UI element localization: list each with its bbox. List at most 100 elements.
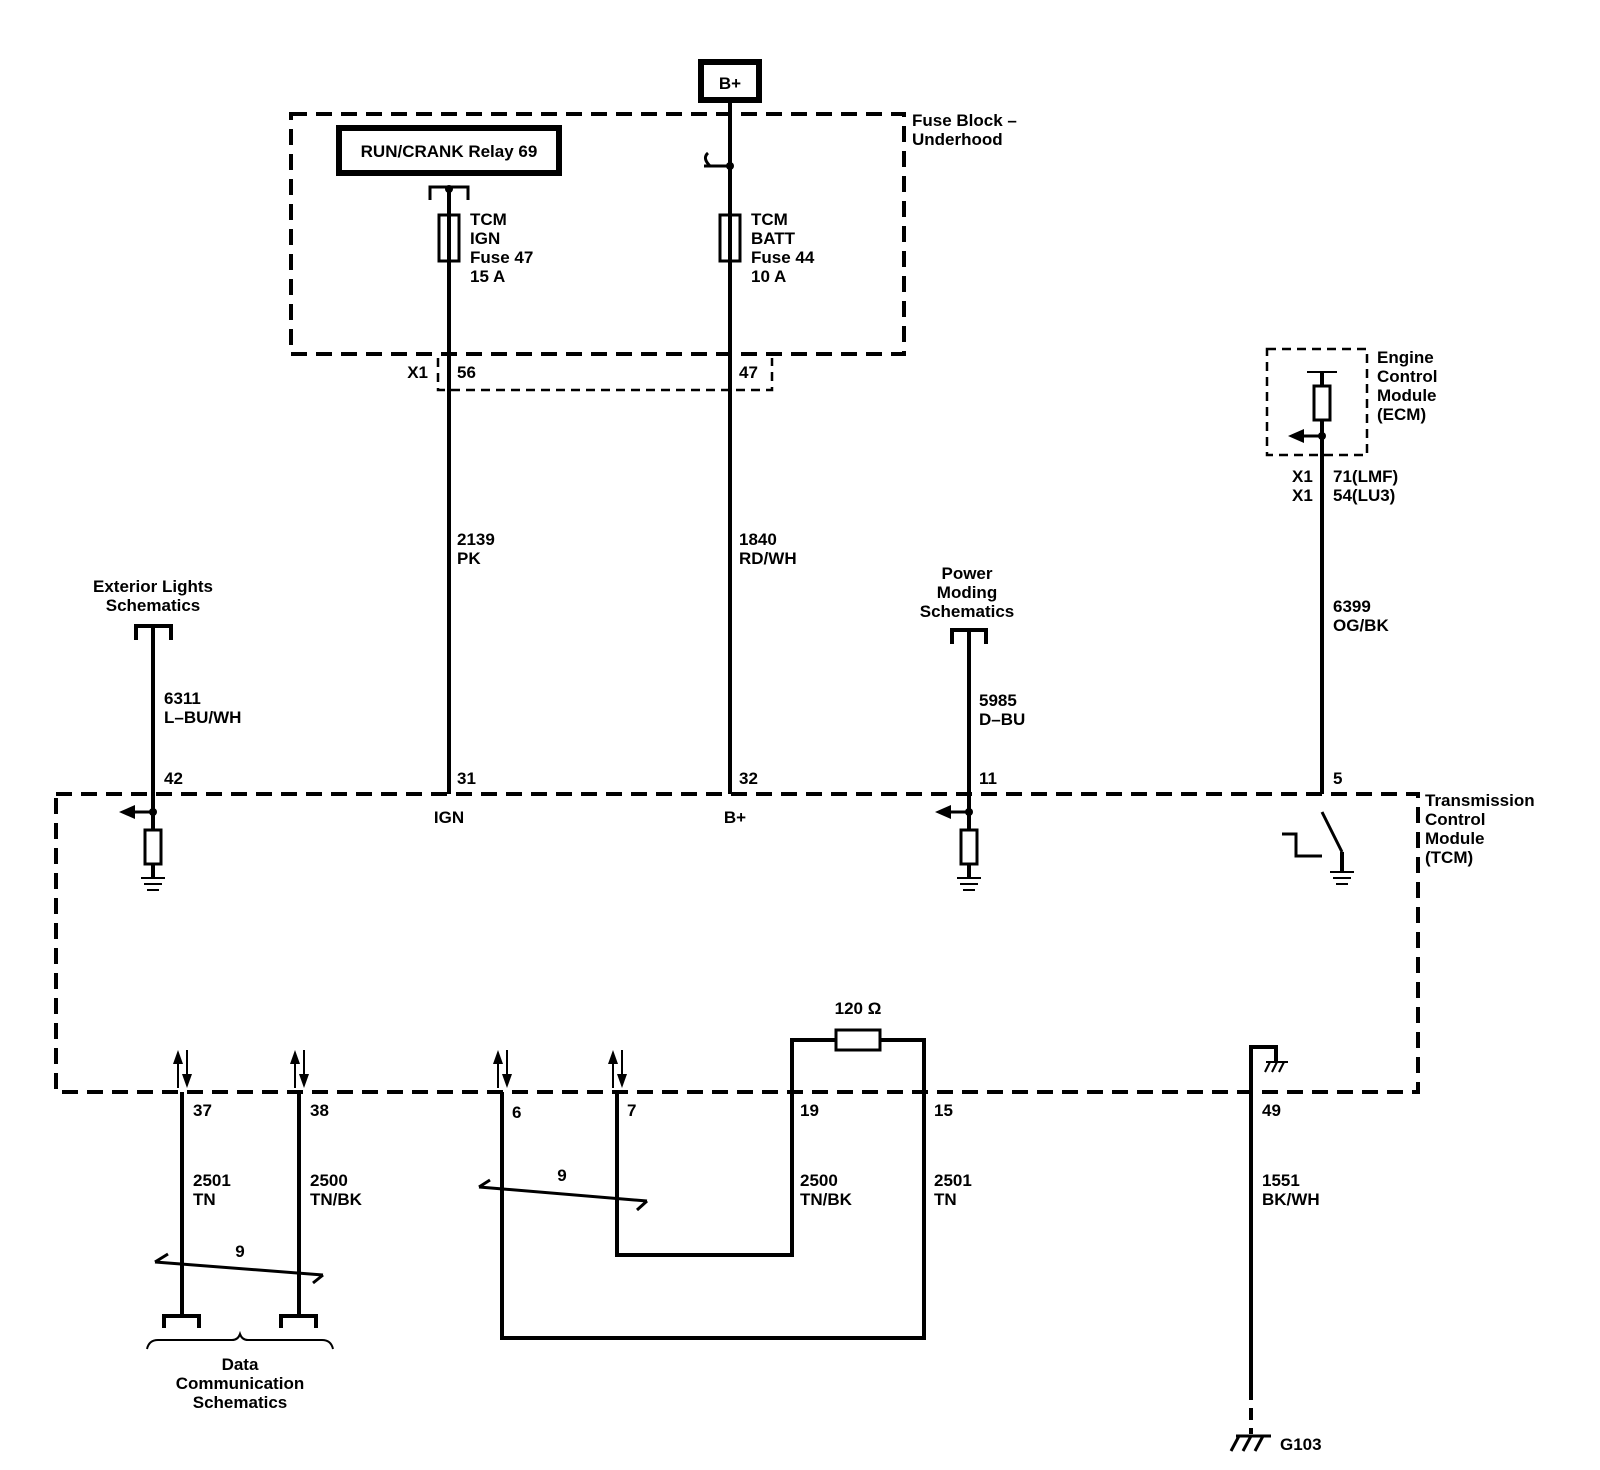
- wire-2501-right-color: TN: [934, 1190, 957, 1209]
- wire-5985-circuit: 5985: [979, 691, 1017, 710]
- fuse-44-label-4: 10 A: [751, 267, 786, 286]
- ecm-connector-2-pin: 54(LU3): [1333, 486, 1395, 505]
- pin-5-ground-icon: [1330, 871, 1354, 885]
- wire-2500-left-color: TN/BK: [310, 1190, 363, 1209]
- tcm-label-3: Module: [1425, 829, 1485, 848]
- power-moding-label-1: Power: [941, 564, 992, 583]
- run-crank-relay-label: RUN/CRANK Relay 69: [361, 142, 538, 161]
- tcm-pin-6: 6: [512, 1103, 521, 1122]
- ground-g103-label: G103: [1280, 1435, 1322, 1454]
- ecm-connector-1-pin: 71(LMF): [1333, 467, 1398, 486]
- pin-42-ground-icon: [141, 877, 165, 891]
- fuse-connector-pin-56: 56: [457, 363, 476, 382]
- wire-2501-right-circuit: 2501: [934, 1171, 972, 1190]
- wire-2500-right-color: TN/BK: [800, 1190, 853, 1209]
- battery-source-label: B+: [719, 74, 741, 93]
- fuse-47-label-4: 15 A: [470, 267, 505, 286]
- serial-data-icon-6: [493, 1050, 512, 1088]
- wire-2501-left-color: TN: [193, 1190, 216, 1209]
- pin-11-pulldown: [935, 805, 981, 891]
- data-comm-label-3: Schematics: [193, 1393, 288, 1412]
- wire-6311-circuit: 6311: [164, 689, 201, 708]
- wire-1840-color: RD/WH: [739, 549, 797, 568]
- exterior-lights-label-1: Exterior Lights: [93, 577, 213, 596]
- fuse-block-label-2: Underhood: [912, 130, 1003, 149]
- data-comm-label-2: Communication: [176, 1374, 304, 1393]
- tcm-pin-31: 31: [457, 769, 476, 788]
- tcm-label-4: (TCM): [1425, 848, 1473, 867]
- wire-6399-circuit: 6399: [1333, 597, 1371, 616]
- fuse-connector-name: X1: [407, 363, 428, 382]
- fuse-connector-pin-47: 47: [739, 363, 758, 382]
- ecm-label-4: (ECM): [1377, 405, 1426, 424]
- fuse-47-label-2: IGN: [470, 229, 500, 248]
- tcm-outline: [54, 792, 1420, 1094]
- serial-data-icon-37: [173, 1050, 192, 1088]
- loop-wire-6-to-15: [500, 1092, 926, 1340]
- ecm-signal-arrow-icon: [1288, 429, 1304, 443]
- pin-42-pulldown: [119, 805, 165, 891]
- bus-tap-symbol: [703, 151, 730, 168]
- pin-11-ground-icon: [957, 877, 981, 891]
- data-comm-label-1: Data: [222, 1355, 259, 1374]
- run-crank-relay: RUN/CRANK Relay 69: [336, 125, 562, 176]
- wire-2500-right-circuit: 2500: [800, 1171, 838, 1190]
- serial-data-icon-7: [608, 1050, 627, 1088]
- ecm-label-3: Module: [1377, 386, 1437, 405]
- power-moding-label-3: Schematics: [920, 602, 1015, 621]
- twisted-pair-marker-left: [154, 1252, 324, 1285]
- battery-source: B+: [698, 59, 762, 103]
- fuse-block-outline: [289, 112, 906, 356]
- wire-2500-left-circuit: 2500: [310, 1171, 348, 1190]
- tcm-label-2: Control: [1425, 810, 1485, 829]
- tcm-pin-19: 19: [800, 1101, 819, 1120]
- fuse-block-connector: [436, 358, 774, 392]
- wire-1551-color: BK/WH: [1262, 1190, 1320, 1209]
- ecm-connector-2-name: X1: [1292, 486, 1313, 505]
- wire-1840-circuit: 1840: [739, 530, 777, 549]
- fuse-44-label-2: BATT: [751, 229, 796, 248]
- pin-42-arrow-icon: [119, 805, 135, 819]
- tcm-pin-7: 7: [627, 1101, 636, 1120]
- power-moding-label-2: Moding: [937, 583, 997, 602]
- tcm-pin-32: 32: [739, 769, 758, 788]
- tcm-pin-15: 15: [934, 1101, 953, 1120]
- tcm-pin-37: 37: [193, 1101, 212, 1120]
- wire-6311-color: L–BU/WH: [164, 708, 241, 727]
- switch-actuator-icon: [1282, 832, 1322, 858]
- bus-tap-splice: [726, 162, 734, 170]
- tcm-pin-5: 5: [1333, 769, 1342, 788]
- ecm-label-2: Control: [1377, 367, 1437, 386]
- fuse-44-label-3: Fuse 44: [751, 248, 815, 267]
- pin-11-arrow-icon: [935, 805, 951, 819]
- ecm-label-1: Engine: [1377, 348, 1434, 367]
- tcm-pin-42: 42: [164, 769, 183, 788]
- ecm-outline: [1265, 347, 1369, 457]
- pin-5-switch: [1282, 811, 1354, 885]
- wire-2139-circuit: 2139: [457, 530, 495, 549]
- data-comm-brace: [146, 1330, 334, 1350]
- exterior-lights-label-2: Schematics: [106, 596, 201, 615]
- fuse-47-label-3: Fuse 47: [470, 248, 533, 267]
- loop-wire-7-to-19: [615, 1092, 794, 1257]
- terminating-resistor-label: 120 Ω: [835, 999, 882, 1018]
- tcm-pin-49: 49: [1262, 1101, 1281, 1120]
- pin-49-ground-icon: [1264, 1061, 1288, 1073]
- fuse-44-label-1: TCM: [751, 210, 788, 229]
- tcm-pin-11: 11: [979, 769, 997, 788]
- tcm-input-ign: IGN: [434, 808, 464, 827]
- tcm-label-1: Transmission: [1425, 791, 1535, 810]
- twisted-pair-marker-mid: [478, 1178, 649, 1212]
- wire-5985-color: D–BU: [979, 710, 1025, 729]
- serial-data-icon-38: [290, 1050, 309, 1088]
- twisted-pair-mid-label: 9: [557, 1166, 566, 1185]
- fuse-block-label-1: Fuse Block –: [912, 111, 1017, 130]
- tcm-pin-38: 38: [310, 1101, 329, 1120]
- terminating-resistor: 120 Ω: [790, 999, 926, 1092]
- wire-2501-left-circuit: 2501: [193, 1171, 231, 1190]
- data-comm-connector-2: [279, 1314, 318, 1328]
- tcm-input-batt: B+: [724, 808, 746, 827]
- ecm-connector-1-name: X1: [1292, 467, 1313, 486]
- ground-g103-icon: [1229, 1434, 1271, 1452]
